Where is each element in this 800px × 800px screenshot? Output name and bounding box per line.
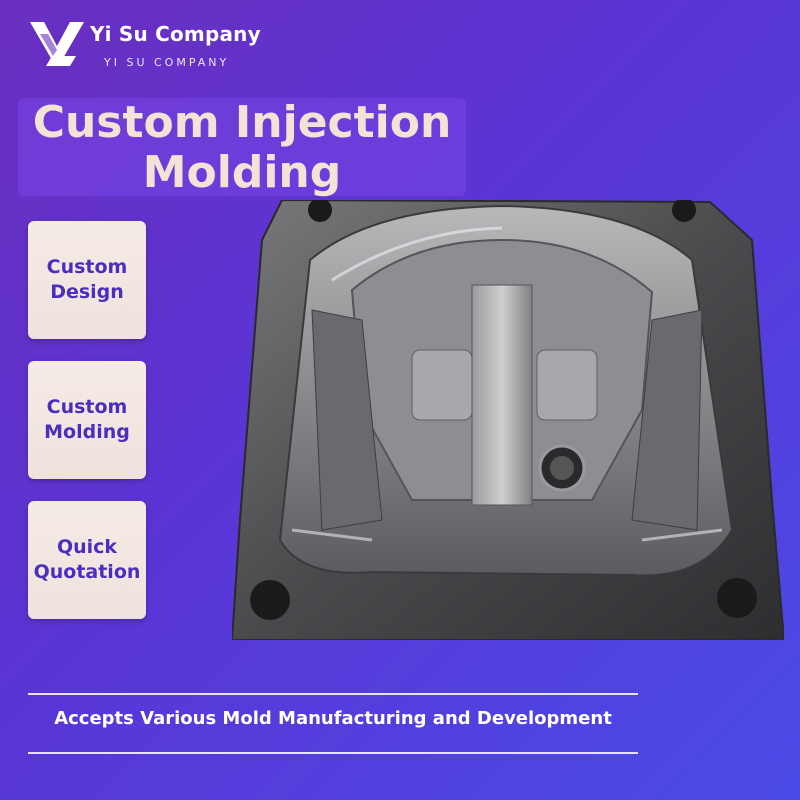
feature-label-line-1: Quick: [56, 536, 118, 558]
injection-mold-image: [232, 200, 784, 640]
company-logo-icon: [30, 22, 84, 66]
feature-label-line-1: Custom: [46, 396, 128, 418]
title-line-2: Molding: [142, 147, 342, 198]
feature-label-line-1: Custom: [46, 256, 128, 278]
feature-label-line-2: Design: [50, 281, 124, 303]
title-line-1: Custom Injection: [32, 97, 452, 148]
feature-label-line-2: Quotation: [33, 561, 141, 583]
feature-label-line-2: Molding: [44, 421, 130, 443]
brand-name: Yi Su Company: [90, 22, 261, 46]
page-title: Custom Injection Molding: [18, 98, 466, 198]
divider-bottom: [28, 752, 638, 754]
headline-panel: [18, 98, 466, 196]
divider-top: [28, 693, 638, 695]
footer-tagline: Accepts Various Mold Manufacturing and D…: [54, 708, 612, 729]
brand-subtitle: YI SU COMPANY: [104, 56, 230, 69]
